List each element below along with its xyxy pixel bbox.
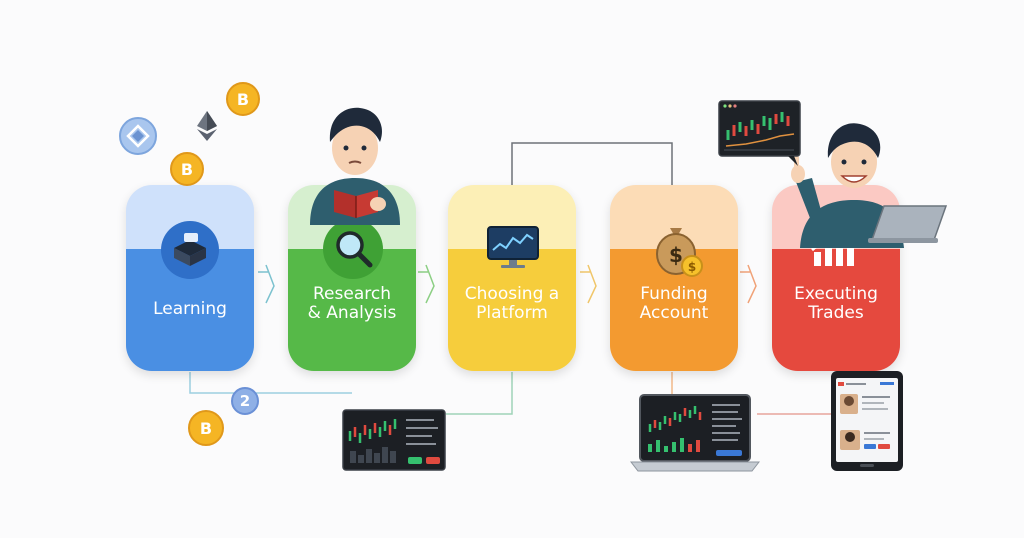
svg-text:B: B <box>181 160 193 179</box>
crypto-token-icon <box>119 117 157 155</box>
books-icon <box>160 220 220 280</box>
candlestick-chart-icon <box>718 100 801 166</box>
svg-text:B: B <box>200 419 212 438</box>
svg-text:B: B <box>237 90 249 109</box>
connector-learning-research <box>189 372 352 394</box>
tablet-icon <box>831 371 903 471</box>
laptop-held-icon <box>870 205 948 241</box>
bitcoin-coin-icon: B <box>226 82 260 116</box>
person-reading-figure <box>310 107 400 225</box>
connector-platform-chart <box>446 372 513 415</box>
arrow-chevron-4 <box>740 264 757 304</box>
svg-text:$: $ <box>688 260 696 274</box>
bitcoin-coin-icon: B <box>188 410 224 446</box>
person-laptop-figure <box>791 123 948 248</box>
step-number-badge: 2 <box>231 387 259 415</box>
magnifier-icon <box>322 218 384 280</box>
bitcoin-coin-icon: B <box>170 152 204 186</box>
step-card-learning: Learning <box>126 185 254 371</box>
svg-text:$: $ <box>669 243 683 267</box>
arrow-chevron-1 <box>258 264 275 304</box>
step-card-platform: Choosing a Platform <box>448 185 576 371</box>
money-bag-icon: $ $ <box>650 218 704 278</box>
trading-panel-screen <box>342 409 446 471</box>
connector-top <box>511 142 673 185</box>
arrow-chevron-3 <box>580 264 597 304</box>
svg-text:2: 2 <box>240 392 250 410</box>
monitor-chart-icon <box>487 226 539 270</box>
arrow-chevron-2 <box>418 264 435 304</box>
laptop-icon <box>630 394 760 472</box>
ethereum-icon <box>197 111 217 141</box>
